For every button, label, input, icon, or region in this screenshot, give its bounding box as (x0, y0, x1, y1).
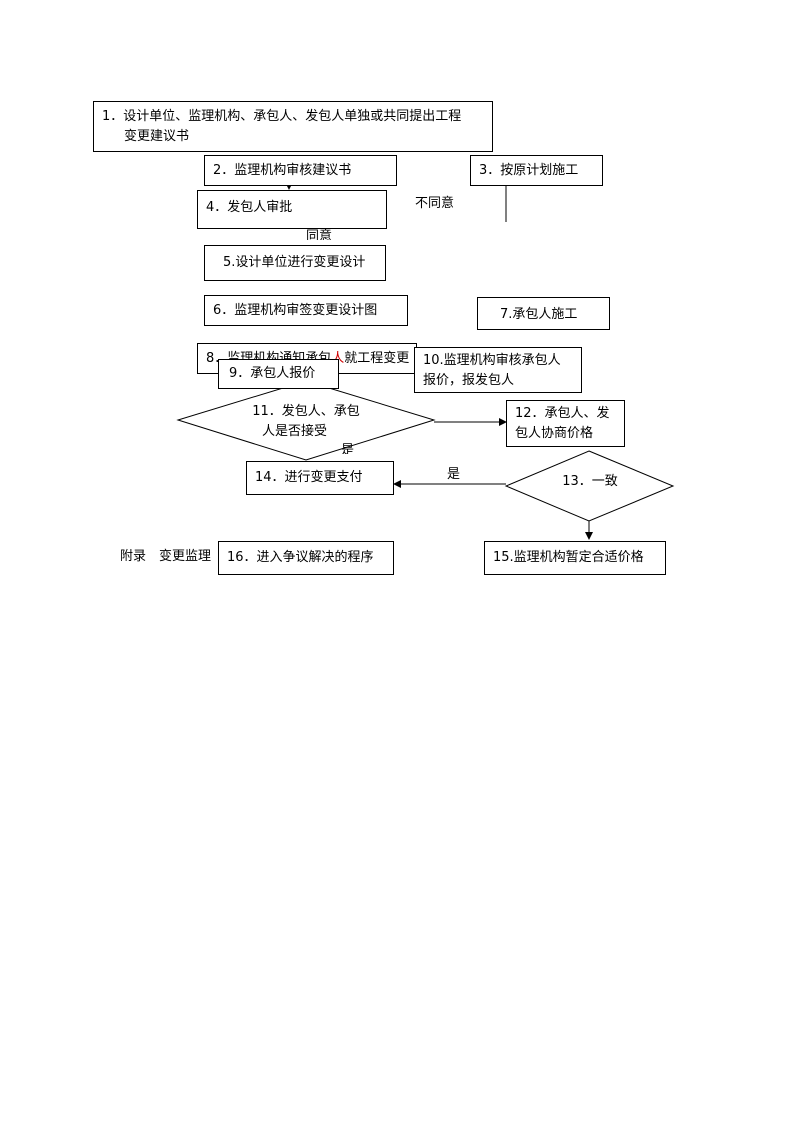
node-3-original-plan: 3．按原计划施工 (470, 155, 603, 186)
node-10-line2: 报价，报发包人 (423, 373, 515, 388)
node-9-contractor-quote: 9．承包人报价 (218, 359, 339, 389)
partial-label-yes: 是 (341, 443, 355, 454)
decision-11-line1: 11．发包人、承包 (252, 404, 360, 419)
node-1-proposal: 1．设计单位、监理机构、承包人、发包人单独或共同提出工程 变更建议书 (93, 101, 493, 152)
node-14-label: 14．进行变更支付 (255, 470, 363, 485)
node-12-line1: 12．承包人、发 (515, 406, 610, 421)
label-disagree: 不同意 (415, 196, 455, 211)
decision-13-label: 13．一致 (540, 472, 640, 492)
node-5-design-change: 5.设计单位进行变更设计 (204, 245, 386, 281)
label-agree: 同意 (306, 229, 333, 240)
node-12-line2: 包人协商价格 (515, 426, 594, 441)
node-3-label: 3．按原计划施工 (479, 163, 579, 178)
node-15-provisional-price: 15.监理机构暂定合适价格 (484, 541, 666, 575)
node-7-contractor-construction: 7.承包人施工 (477, 297, 610, 330)
node-10-line1: 10.监理机构审核承包人 (423, 353, 561, 368)
node-2-review-proposal: 2．监理机构审核建议书 (204, 155, 397, 186)
decision-13-diamond (504, 450, 675, 522)
node-4-label: 4．发包人审批 (206, 200, 293, 215)
node-16-label: 16．进入争议解决的程序 (227, 550, 374, 565)
node-2-label: 2．监理机构审核建议书 (213, 163, 352, 178)
node-5-label: 5.设计单位进行变更设计 (223, 255, 366, 270)
node-10-review-quote: 10.监理机构审核承包人 报价，报发包人 (414, 347, 582, 393)
node-4-owner-approval: 4．发包人审批 (197, 190, 387, 229)
node-8-label-c: 就工程变更 (344, 351, 410, 366)
decision-11-label: 11．发包人、承包 人是否接受 (232, 402, 380, 442)
node-12-negotiate-price: 12．承包人、发 包人协商价格 (506, 400, 625, 447)
decision-13-text: 13．一致 (562, 474, 618, 489)
decision-11-line2: 人是否接受 (262, 424, 328, 439)
node-16-dispute-resolution: 16．进入争议解决的程序 (218, 541, 394, 575)
node-6-approve-drawings: 6．监理机构审签变更设计图 (204, 295, 408, 326)
node-9-label: 9．承包人报价 (229, 366, 316, 381)
node-15-label: 15.监理机构暂定合适价格 (493, 550, 644, 565)
node-6-label: 6．监理机构审签变更设计图 (213, 303, 378, 318)
node-1-line1: 1．设计单位、监理机构、承包人、发包人单独或共同提出工程 (102, 109, 462, 124)
node-1-line2: 变更建议书 (124, 129, 190, 144)
decision-11-diamond (176, 380, 436, 461)
node-14-change-payment: 14．进行变更支付 (246, 461, 394, 495)
node-7-label: 7.承包人施工 (500, 307, 578, 322)
appendix-caption: 附录 变更监理 (120, 549, 212, 564)
label-yes: 是 (447, 467, 461, 482)
